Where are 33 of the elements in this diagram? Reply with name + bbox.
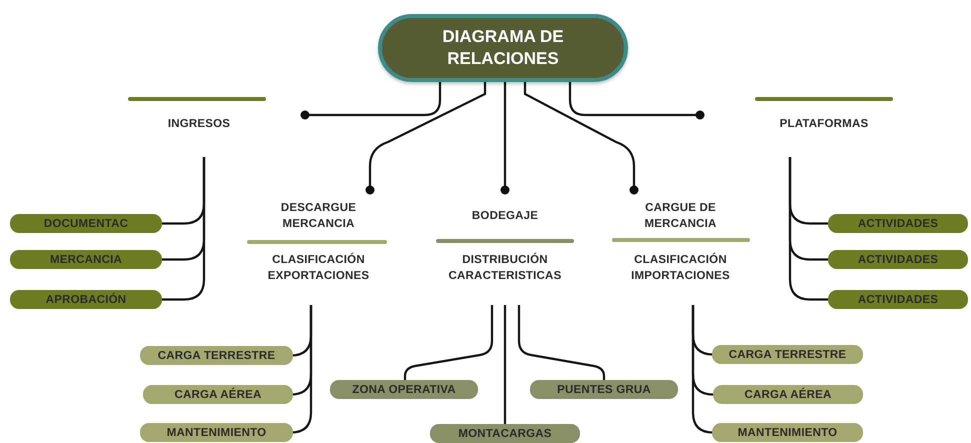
connector-line (692, 305, 714, 434)
connector-line (524, 82, 638, 194)
topic-pill: CARGA TERRESTRE (140, 346, 293, 365)
topic-pill: CARGA TERRESTRE (712, 345, 863, 364)
topic-pill: CARGA AÉREA (713, 385, 863, 404)
topic-pill: MONTACARGAS (430, 424, 580, 443)
topic-subheading: CLASIFICACIÓN EXPORTACIONES (266, 252, 370, 284)
title-banner: DIAGRAMA DE RELACIONES (378, 14, 628, 82)
topic-pill: MANTENIMIENTO (140, 423, 293, 442)
connector-line (500, 82, 510, 194)
topic-pill: DOCUMENTAC (10, 214, 162, 233)
connector-line (300, 82, 442, 120)
topic-heading: DESCARGUE MERCANCIA (280, 201, 358, 232)
topic-pill: ACTIVIDADES (828, 250, 968, 269)
topic-pill: MERCANCIA (10, 250, 162, 269)
topic-pill: PUENTES GRUA (530, 380, 678, 399)
topic-pill: MANTENIMIENTO (712, 423, 863, 442)
connector-line (788, 157, 828, 301)
topic-heading: CARGUE DE MERCANCIA (643, 201, 718, 232)
topic-subheading: CLASIFICACIÓN IMPORTACIONES (630, 252, 731, 284)
topic-heading: INGRESOS (166, 117, 232, 132)
connector-line (162, 157, 206, 301)
connector-line (568, 82, 704, 120)
connector-line (504, 305, 506, 424)
topic-pill: ACTIVIDADES (828, 290, 968, 309)
connector-line (366, 82, 486, 194)
topic-pill: APROBACIÓN (10, 290, 162, 309)
topic-pill: ACTIVIDADES (828, 214, 968, 233)
topic-heading: BODEGAJE (470, 209, 540, 224)
topic-subheading: DISTRIBUCIÓN CARACTERISTICAS (448, 252, 562, 284)
topic-pill: CARGA AÉREA (143, 385, 293, 404)
topic-heading: PLATAFORMAS (778, 117, 870, 132)
topic-pill: ZONA OPERATIVA (330, 380, 478, 399)
